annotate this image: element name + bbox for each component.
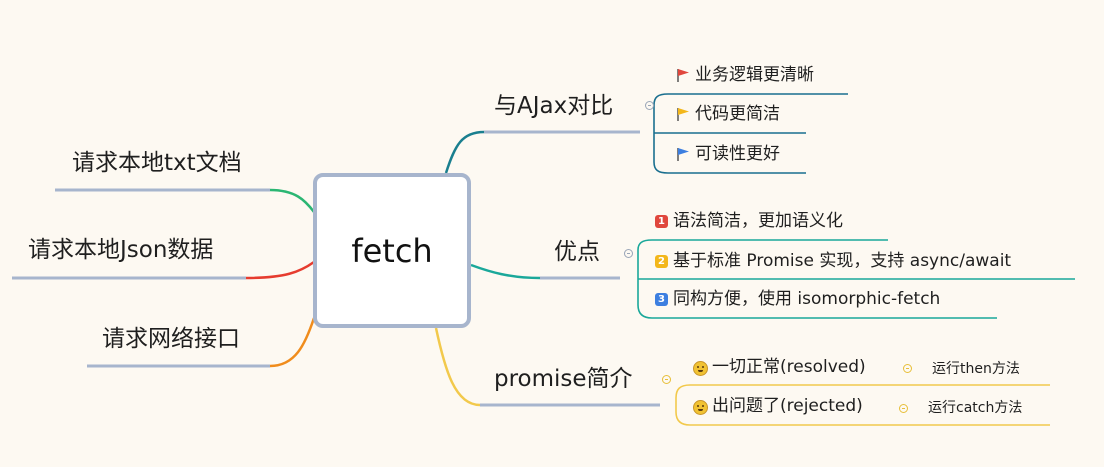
node-promise-rejected[interactable]: 出问题了(rejected) — [712, 396, 863, 416]
node-request-txt[interactable]: 请求本地txt文档 — [72, 150, 242, 176]
branch-ajax-3 — [653, 161, 806, 174]
connector-promise — [434, 327, 481, 407]
branch-promise-1 — [675, 384, 892, 399]
node-adv-isomorphic[interactable]: 同构方便，使用 isomorphic-fetch — [673, 289, 941, 309]
blue-flag-icon — [677, 148, 689, 161]
connector-advantages — [470, 263, 541, 280]
node-promise-resolved[interactable]: 一切正常(resolved) — [712, 357, 866, 377]
branch-promise-2 — [675, 411, 890, 426]
branch-adv-1 — [637, 239, 888, 251]
connector-ajax — [444, 130, 485, 174]
collapse-advantages-icon[interactable] — [624, 249, 633, 258]
connector-txt — [269, 188, 315, 213]
collapse-promise-icon[interactable] — [662, 375, 671, 384]
connector-network — [269, 317, 316, 368]
node-run-catch[interactable]: 运行catch方法 — [928, 400, 1023, 416]
collapse-rejected-icon[interactable] — [899, 404, 908, 413]
branch-ajax-1 — [653, 93, 848, 106]
yellow-flag-icon — [677, 108, 689, 121]
node-adv-promise[interactable]: 基于标准 Promise 实现，支持 async/await — [673, 251, 1012, 271]
red-flag-icon — [677, 69, 689, 82]
node-request-network[interactable]: 请求网络接口 — [102, 326, 240, 352]
collapse-resolved-icon[interactable] — [903, 364, 912, 373]
node-adv-syntax[interactable]: 语法简洁，更加语义化 — [673, 211, 843, 231]
priority-3-icon: 3 — [655, 293, 668, 306]
central-node[interactable]: fetch — [313, 173, 471, 328]
cry-emoji-icon — [693, 400, 708, 415]
smile-emoji-icon — [693, 361, 708, 376]
connector-json — [245, 260, 315, 280]
node-ajax-compare[interactable]: 与AJax对比 — [494, 93, 614, 119]
priority-2-icon: 2 — [655, 255, 668, 268]
node-ajax-concise-code[interactable]: 代码更简洁 — [695, 104, 780, 124]
branch-adv-3 — [637, 304, 997, 319]
node-run-then[interactable]: 运行then方法 — [932, 361, 1020, 377]
priority-1-icon: 1 — [655, 215, 668, 228]
collapse-ajax-icon[interactable] — [645, 101, 654, 110]
central-node-label: fetch — [351, 231, 433, 270]
node-ajax-clear-logic[interactable]: 业务逻辑更清晰 — [695, 65, 814, 85]
node-request-json[interactable]: 请求本地Json数据 — [28, 237, 214, 263]
node-advantages[interactable]: 优点 — [554, 239, 600, 265]
node-promise-intro[interactable]: promise简介 — [494, 366, 633, 392]
node-ajax-readability[interactable]: 可读性更好 — [695, 144, 780, 164]
